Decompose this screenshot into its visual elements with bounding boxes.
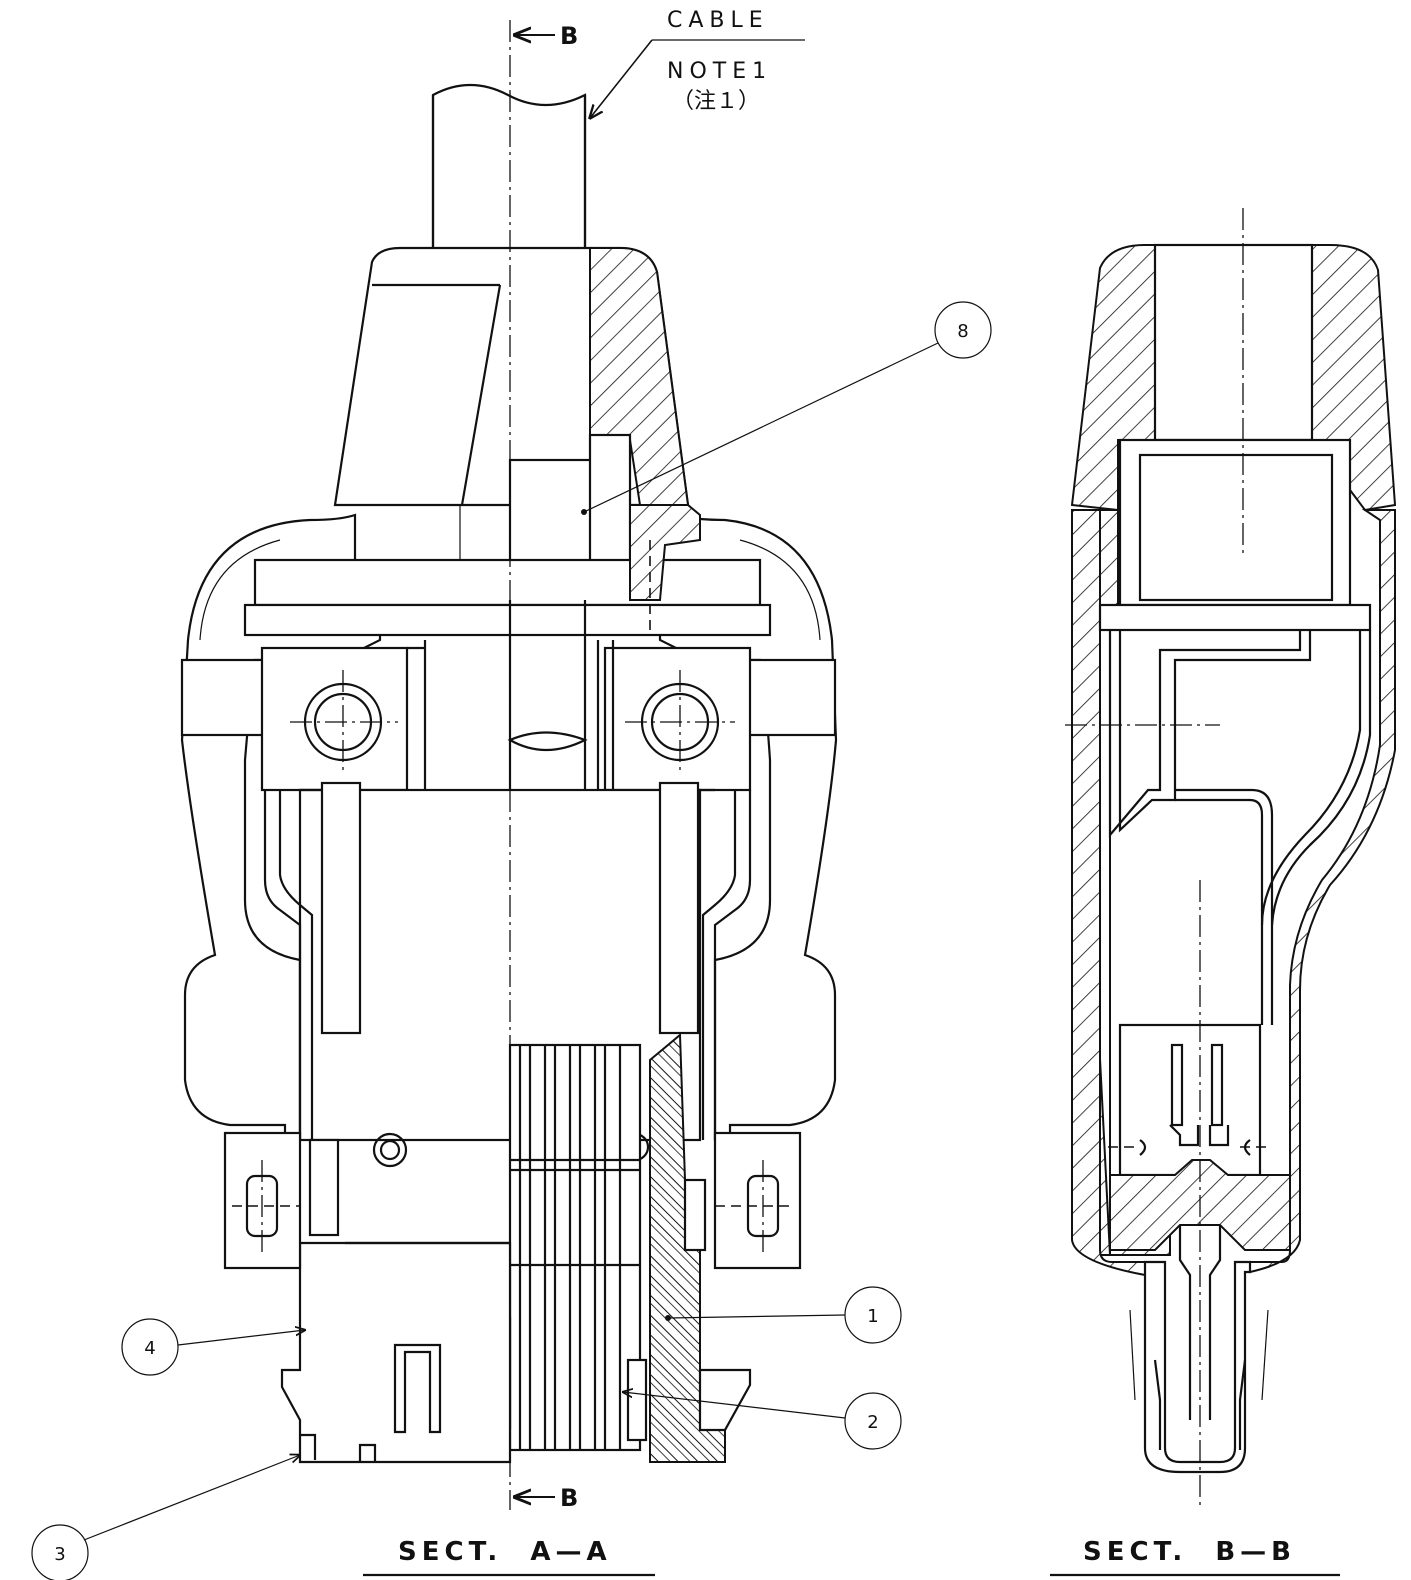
- mount-ears: [223, 1131, 802, 1270]
- balloon-3: 3: [54, 1544, 65, 1565]
- cable: [431, 83, 587, 252]
- retaining-plate: [243, 504, 772, 637]
- balloon-2: 2: [867, 1412, 878, 1433]
- section-bb-title: SECT. B—B: [1083, 1537, 1296, 1567]
- outer-housing: [180, 513, 838, 1142]
- lower-shell: [280, 1241, 752, 1464]
- section-aa-title: SECT. A—A: [398, 1537, 612, 1567]
- contact-assembly: [493, 1043, 648, 1452]
- section-mark-top: B: [560, 22, 578, 50]
- note-label-jp: （注１）: [672, 89, 760, 114]
- note-label: NOTE1: [667, 59, 772, 84]
- left-screw-block: [260, 646, 409, 792]
- balloon-4: 4: [144, 1338, 155, 1359]
- balloon-1: 1: [867, 1306, 878, 1327]
- cable-label: CABLE: [667, 8, 769, 33]
- section-bb-view: [1065, 208, 1397, 1505]
- annotations: B B CABLE NOTE1 （注１） 8 1 2 4 3 SECT. A—A: [31, 8, 1340, 1580]
- right-screw-block: [603, 646, 752, 792]
- balloon-8: 8: [957, 321, 968, 342]
- section-aa-view: [180, 20, 838, 1510]
- section-mark-bottom: B: [560, 1484, 578, 1512]
